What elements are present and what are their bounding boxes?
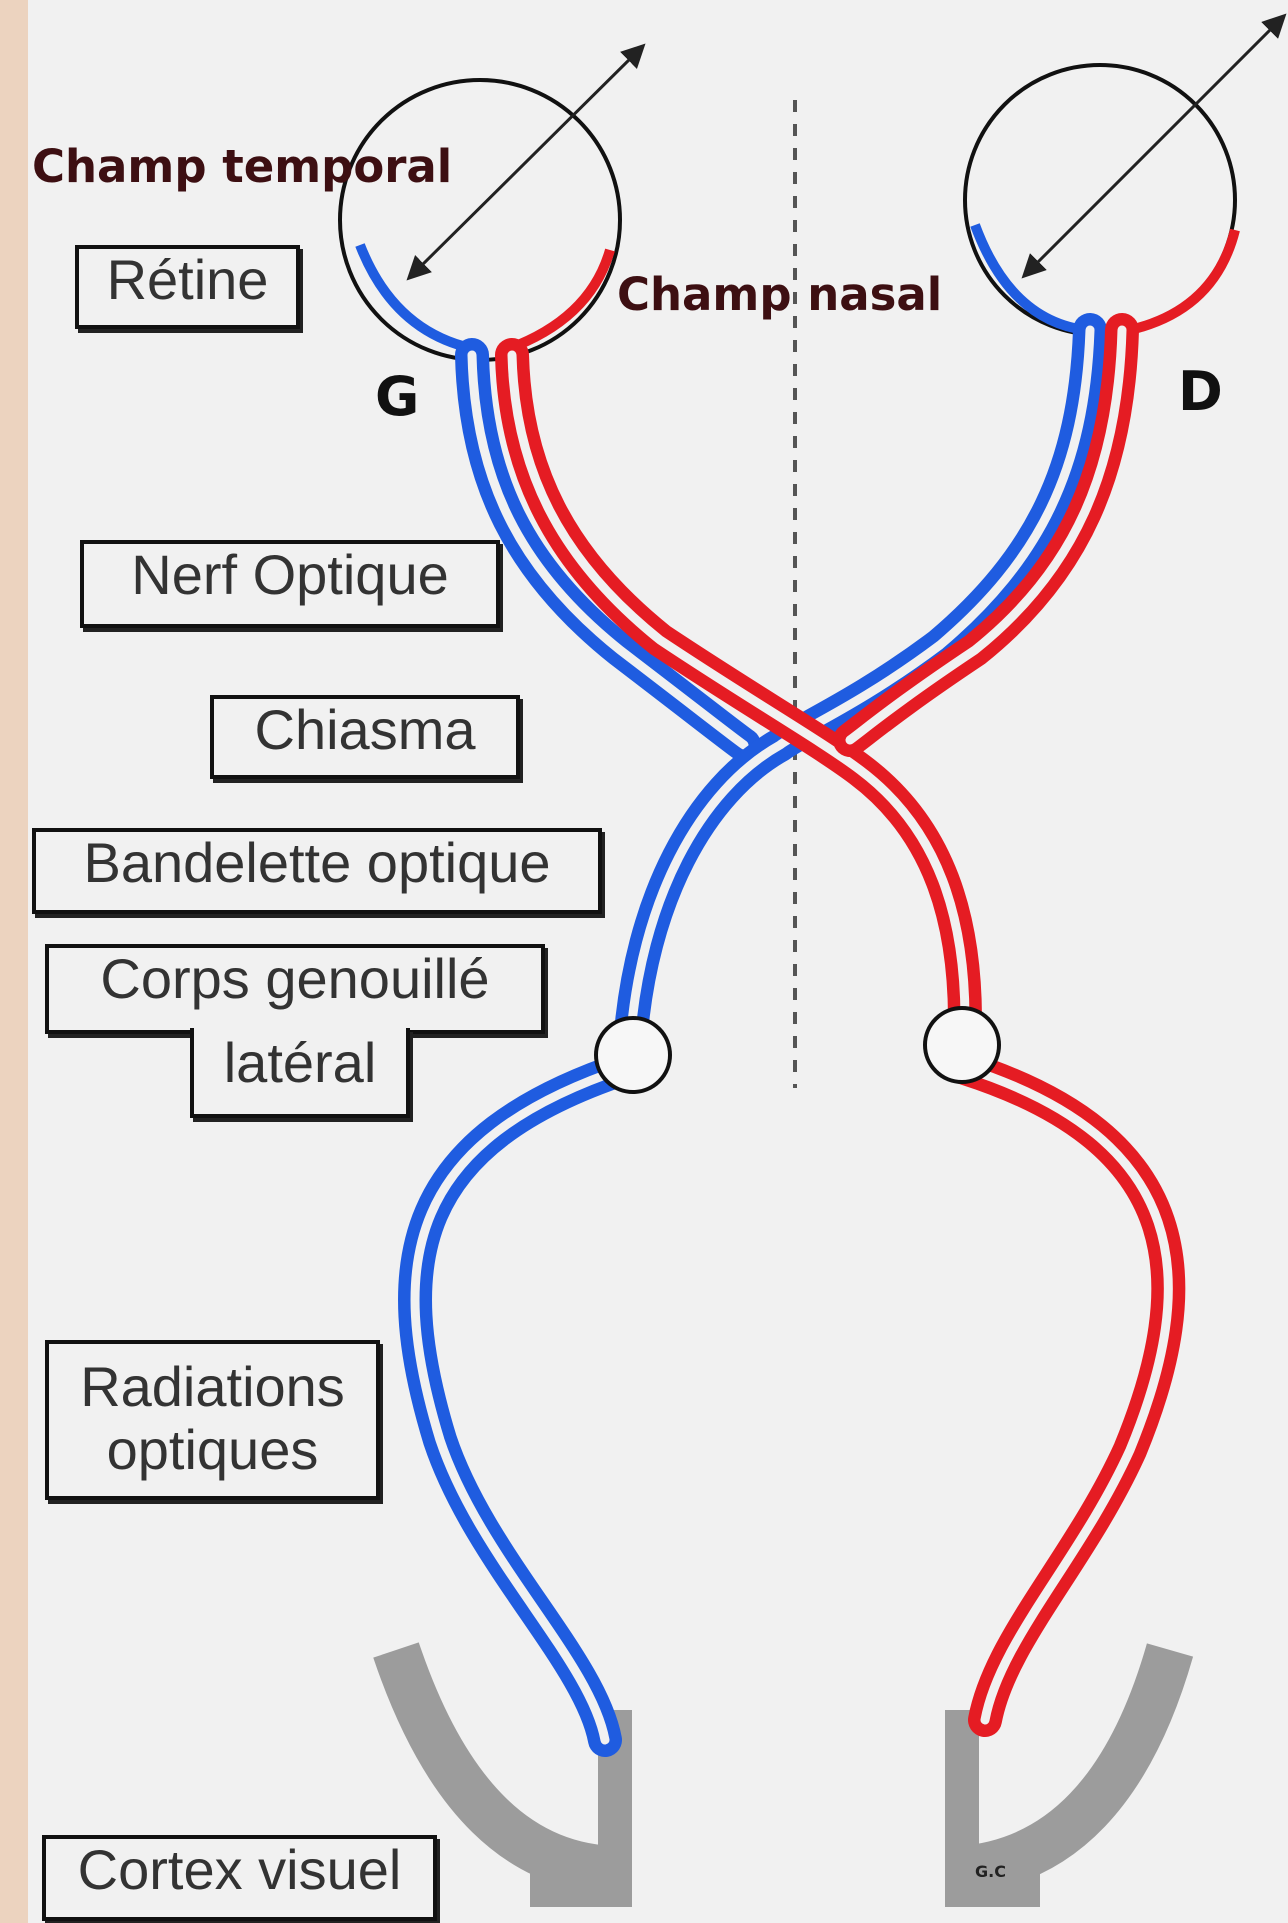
bandelette-optique-box: Bandelette optique	[32, 828, 602, 914]
retina-left-blue	[355, 243, 481, 355]
right-eye-arrow	[1021, 13, 1287, 279]
retina-right-blue	[970, 223, 1086, 335]
radiations-optiques-box: Radiations optiques	[45, 1340, 380, 1500]
corps-genouille-box-line2: latéral	[190, 1028, 410, 1118]
side-strip	[0, 0, 28, 1923]
eye-left-label: G	[375, 365, 420, 428]
champ-temporal-label: Champ temporal	[32, 140, 453, 193]
champ-nasal-label: Champ nasal	[617, 268, 943, 321]
left-pathway	[398, 313, 1107, 1757]
retina-right-red	[1128, 228, 1240, 335]
cortex-right	[945, 1643, 1194, 1907]
nerf-optique-box: Nerf Optique	[80, 540, 500, 628]
corps-genouille-box-line1: Corps genouillé	[45, 944, 545, 1034]
left-eye	[338, 78, 622, 362]
eye-right-label: D	[1178, 360, 1223, 423]
cortex-visuel-box: Cortex visuel	[42, 1835, 437, 1921]
right-pathway	[495, 313, 1186, 1737]
cortex-small-label: G.C	[975, 1862, 1006, 1881]
radiations-line1: Radiations	[80, 1355, 345, 1418]
left-eye-arrow	[406, 43, 646, 281]
radiations-line2: optiques	[106, 1417, 319, 1481]
lgn-right	[923, 1006, 1001, 1084]
retine-box: Rétine	[75, 245, 300, 329]
cortex-left	[373, 1642, 632, 1907]
chiasma-box: Chiasma	[210, 695, 520, 779]
lgn-left	[594, 1016, 672, 1094]
